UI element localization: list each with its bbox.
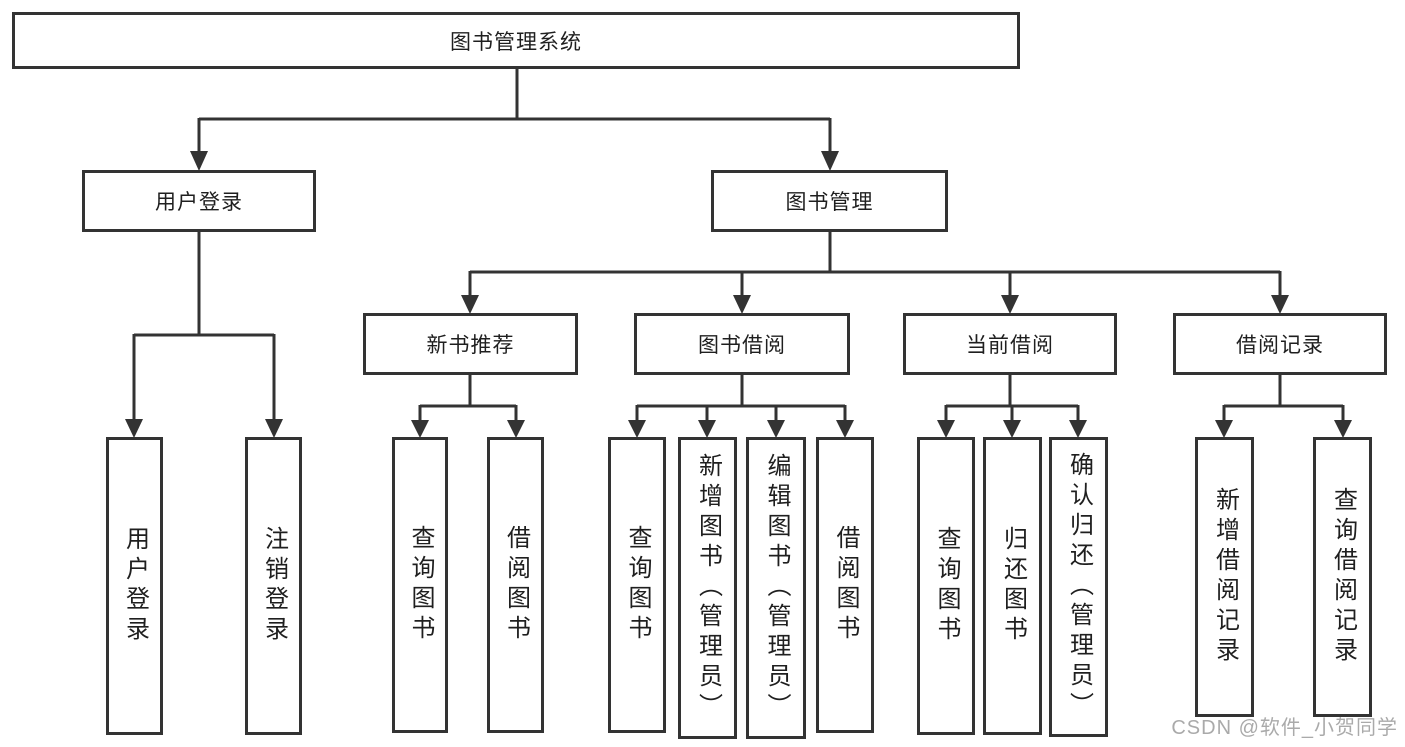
node-new-book-recommend: 新书推荐 <box>363 313 578 375</box>
leaf-query-books: 查询图书 <box>608 437 666 733</box>
arrow-down-icon <box>190 151 208 171</box>
arrow-down-icon <box>1069 420 1087 438</box>
leaf-borrow-books: 借阅图书 <box>816 437 874 733</box>
node-book-management: 图书管理 <box>711 170 948 232</box>
node-user-login: 用户登录 <box>82 170 316 232</box>
leaf-edit-books-admin: 编辑图书（管理员） <box>746 437 806 739</box>
arrow-down-icon <box>1003 420 1021 438</box>
arrow-down-icon <box>836 420 854 438</box>
leaf-add-borrow-record: 新增借阅记录 <box>1195 437 1254 717</box>
arrow-down-icon <box>125 419 143 438</box>
leaf-query-borrow-record: 查询借阅记录 <box>1313 437 1372 717</box>
arrow-down-icon <box>265 419 283 438</box>
arrow-down-icon <box>1334 420 1352 438</box>
node-book-borrow: 图书借阅 <box>634 313 850 375</box>
node-root-library-system: 图书管理系统 <box>12 12 1020 69</box>
leaf-add-books-admin: 新增图书（管理员） <box>678 437 737 739</box>
arrow-down-icon <box>733 295 751 314</box>
csdn-watermark: CSDN @软件_小贺同学 <box>1171 717 1398 739</box>
leaf-user-login: 用户登录 <box>106 437 163 735</box>
arrow-down-icon <box>698 420 716 438</box>
arrow-down-icon <box>507 420 525 438</box>
leaf-borrow-books: 借阅图书 <box>487 437 544 733</box>
leaf-return-books: 归还图书 <box>983 437 1042 735</box>
arrow-down-icon <box>1271 295 1289 314</box>
arrow-down-icon <box>628 420 646 438</box>
leaf-query-books: 查询图书 <box>917 437 975 735</box>
arrow-down-icon <box>1001 295 1019 314</box>
arrow-down-icon <box>821 151 839 171</box>
leaf-query-books: 查询图书 <box>392 437 448 733</box>
arrow-down-icon <box>767 420 785 438</box>
arrow-down-icon <box>937 420 955 438</box>
node-borrow-records: 借阅记录 <box>1173 313 1387 375</box>
arrow-down-icon <box>411 420 429 438</box>
leaf-logout: 注销登录 <box>245 437 302 735</box>
arrow-down-icon <box>461 295 479 314</box>
node-current-borrow: 当前借阅 <box>903 313 1117 375</box>
arrow-down-icon <box>1215 420 1233 438</box>
leaf-confirm-return-admin: 确认归还（管理员） <box>1049 437 1108 737</box>
arrowheads <box>125 151 1352 438</box>
